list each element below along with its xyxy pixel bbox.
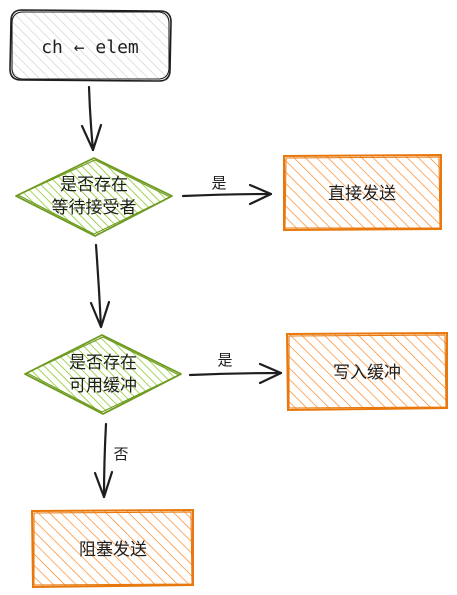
- edge-label-no: 否: [113, 445, 128, 463]
- arrow-receiver-to-buffer: [89, 243, 111, 329]
- action-block-send[interactable]: 阻塞发送: [30, 508, 194, 589]
- decision-waiting-receiver-line1: 是否存在: [60, 175, 128, 195]
- decision-buffer-available[interactable]: 是否存在 可用缓冲: [24, 334, 182, 415]
- action-write-buffer-label: 写入缓冲: [333, 363, 401, 383]
- action-write-buffer[interactable]: 写入缓冲: [285, 331, 448, 412]
- decision-buffer-available-line2: 可用缓冲: [69, 376, 137, 396]
- action-direct-send[interactable]: 直接发送: [283, 153, 442, 232]
- arrow-no-to-block-send: 否: [93, 422, 129, 499]
- edge-label-yes-1: 是: [211, 174, 226, 192]
- decision-waiting-receiver[interactable]: 是否存在 等待接受者: [15, 157, 173, 237]
- edge-label-yes-2: 是: [217, 351, 232, 369]
- start-node[interactable]: ch ← elem: [9, 9, 172, 82]
- arrow-yes-to-direct-send: 是: [181, 174, 273, 206]
- decision-buffer-available-line1: 是否存在: [69, 353, 137, 373]
- arrow-start-to-check-receiver: [80, 85, 103, 152]
- decision-waiting-receiver-line2: 等待接受者: [52, 198, 137, 218]
- start-node-label: ch ← elem: [41, 37, 139, 58]
- action-block-send-label: 阻塞发送: [79, 540, 147, 560]
- action-direct-send-label: 直接发送: [328, 184, 396, 204]
- arrow-yes-to-write-buffer: 是: [188, 351, 283, 385]
